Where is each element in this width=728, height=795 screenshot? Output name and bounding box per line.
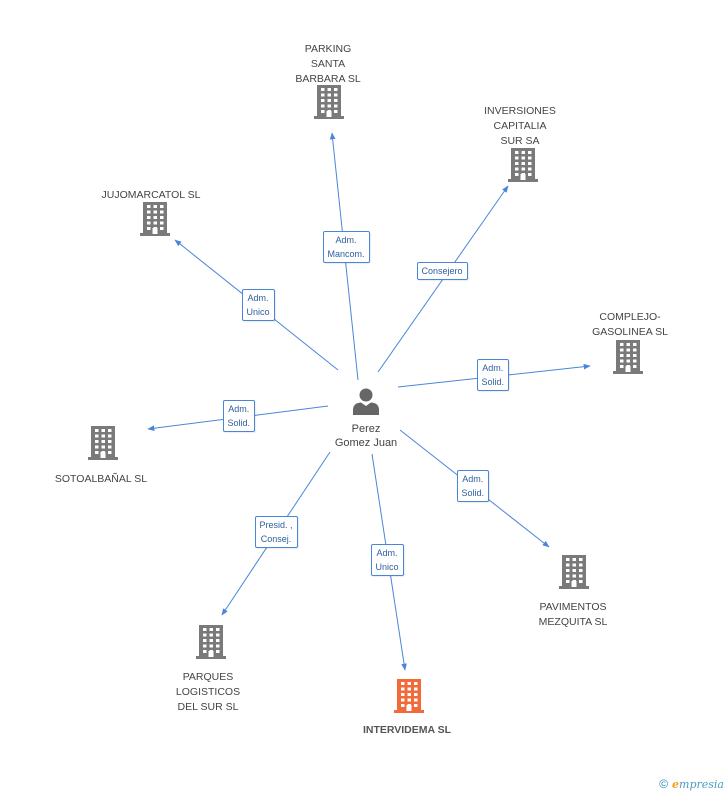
company-label-parking[interactable]: PARKING SANTA BARBARA SL — [295, 43, 361, 85]
building-icon-intervidema[interactable] — [394, 679, 424, 718]
role-label-parques: Presid. , Consej. — [254, 516, 298, 548]
role-label-sotoalbanal: Adm. Solid. — [222, 400, 256, 432]
company-label-pavimentos[interactable]: PAVIMENTOS MEZQUITA SL — [538, 601, 608, 628]
company-label-jujomarcatol[interactable]: JUJOMARCATOL SL — [101, 189, 201, 201]
brand-logo[interactable]: empresia — [672, 777, 724, 791]
building-icon-complejo[interactable] — [613, 340, 643, 379]
role-label-intervidema: Adm. Unico — [370, 544, 404, 576]
role-label-complejo: Adm. Solid. — [476, 359, 510, 391]
copyright-symbol: © — [659, 777, 669, 791]
building-icon-sotoalbanal[interactable] — [88, 426, 118, 465]
company-label-complejo[interactable]: COMPLEJO- GASOLINEA SL — [592, 311, 668, 338]
role-label-pavimentos: Adm. Solid. — [456, 470, 490, 502]
building-icon-jujomarcatol[interactable] — [140, 202, 170, 241]
company-label-sotoalbanal[interactable]: SOTOALBAÑAL SL — [54, 473, 148, 485]
person-icon — [353, 388, 379, 415]
company-label-parques[interactable]: PARQUES LOGISTICOS DEL SUR SL — [175, 671, 241, 713]
company-label-inversiones[interactable]: INVERSIONES CAPITALIA SUR SA — [484, 105, 556, 147]
center-person-name[interactable]: Perez Gomez Juan — [334, 423, 398, 449]
building-icon-parques[interactable] — [196, 625, 226, 664]
building-icon-pavimentos[interactable] — [559, 555, 589, 594]
building-icon-inversiones[interactable] — [508, 148, 538, 187]
building-icon-parking[interactable] — [314, 85, 344, 124]
company-label-intervidema[interactable]: INTERVIDEMA SL — [362, 724, 452, 736]
role-label-parking: Adm. Mancom. — [322, 231, 370, 263]
role-label-jujomarcatol: Adm. Unico — [241, 289, 275, 321]
footer-brand: © empresia — [659, 777, 724, 791]
center-person[interactable] — [351, 386, 381, 416]
role-label-inversiones: Consejero — [416, 262, 468, 280]
